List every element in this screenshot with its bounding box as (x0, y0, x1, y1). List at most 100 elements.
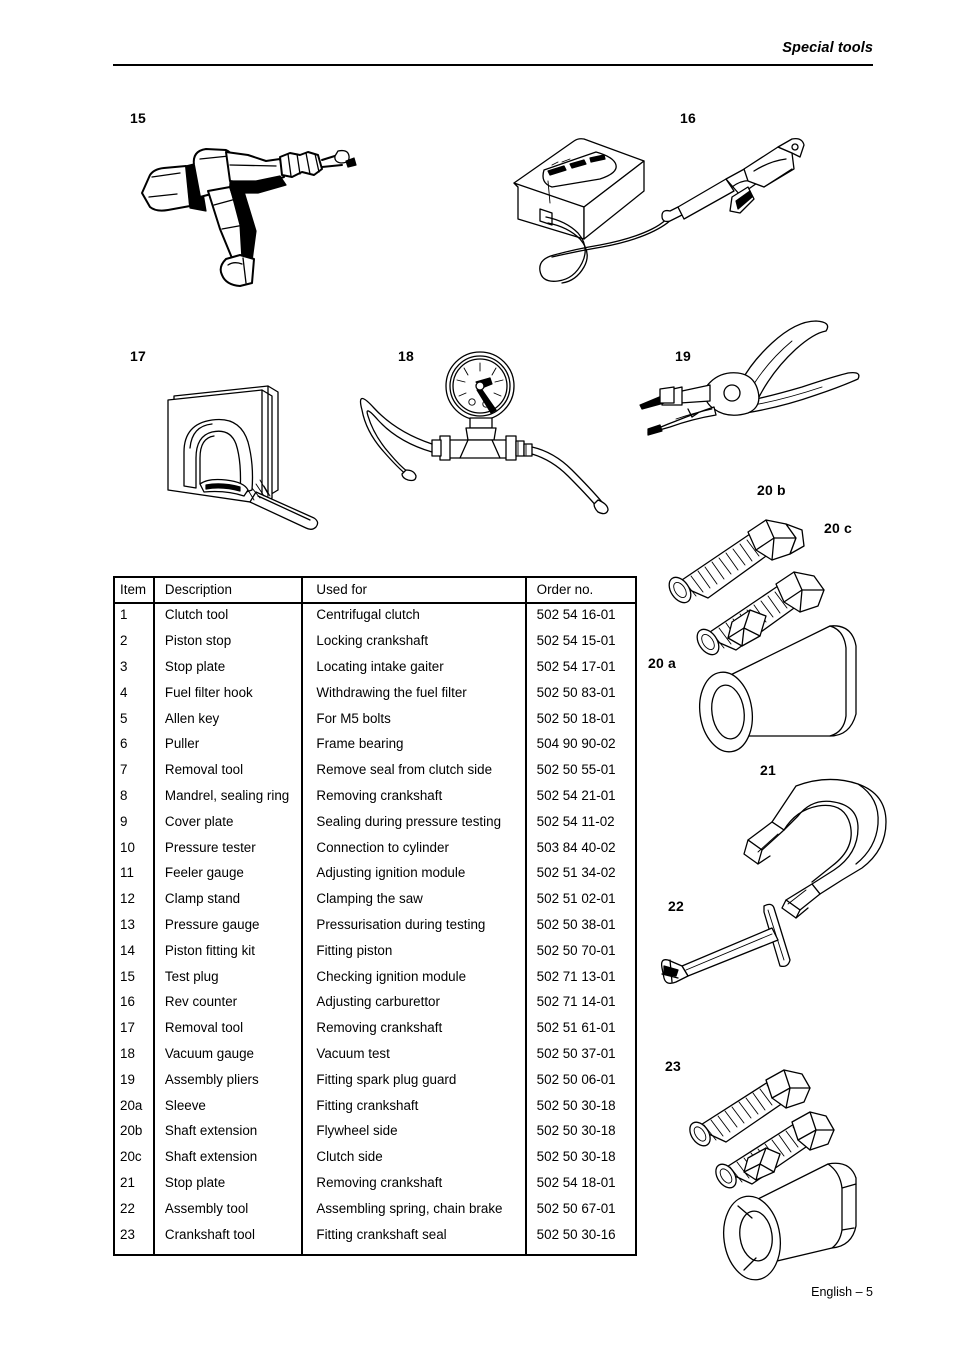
cell-used-for: Pressurisation during testing (316, 916, 486, 932)
cell-description: Pressure tester (164, 839, 256, 855)
cell-used-for: Fitting spark plug guard (316, 1071, 457, 1087)
cell-item: 10 (120, 839, 135, 855)
cell-item: 22 (120, 1200, 135, 1216)
column-header-order-no: Order no. (536, 581, 594, 597)
cell-used-for: Sealing during pressure testing (316, 813, 502, 829)
cell-item: 2 (120, 633, 128, 649)
cell-order-no: 502 71 13-01 (536, 968, 616, 984)
cell-order-no: 502 54 17-01 (536, 658, 616, 674)
cell-order-no: 502 50 67-01 (536, 1200, 616, 1216)
cell-description: Cover plate (164, 813, 234, 829)
cell-used-for: Removing crankshaft (316, 1020, 443, 1036)
cell-item: 16 (120, 994, 135, 1010)
table-rule-col-used (525, 576, 527, 1256)
cell-used-for: Fitting crankshaft (316, 1097, 419, 1113)
page-header: Special tools (113, 40, 873, 66)
table-rule-col-desc (301, 576, 303, 1256)
cell-item: 6 (120, 736, 128, 752)
figure-label-16: 16 (680, 110, 696, 126)
cell-description: Removal tool (164, 762, 244, 778)
cell-order-no: 502 54 15-01 (536, 633, 616, 649)
figure-label-20c: 20 c (824, 520, 853, 536)
cell-description: Allen key (164, 710, 220, 726)
column-header-item: Item (120, 581, 147, 597)
cell-used-for: Flywheel side (316, 1123, 398, 1139)
illustration-rev-counter (492, 125, 822, 295)
cell-description: Fuel filter hook (164, 684, 253, 700)
cell-item: 12 (120, 891, 135, 907)
figure-label-18: 18 (398, 348, 414, 364)
cell-used-for: Vacuum test (316, 1045, 390, 1061)
cell-order-no: 502 51 61-01 (536, 1020, 616, 1036)
cell-order-no: 502 50 55-01 (536, 762, 616, 778)
cell-item: 8 (120, 787, 128, 803)
illustration-test-plug (130, 125, 370, 290)
cell-item: 18 (120, 1045, 135, 1061)
cell-order-no: 502 71 14-01 (536, 994, 616, 1010)
cell-description: Pressure gauge (164, 916, 260, 932)
cell-used-for: Clutch side (316, 1149, 383, 1165)
cell-order-no: 502 50 30-18 (536, 1097, 616, 1113)
cell-item: 11 (120, 865, 134, 881)
illustration-stop-plate (700, 772, 920, 919)
cell-order-no: 502 50 06-01 (536, 1071, 616, 1087)
cell-description: Piston stop (164, 633, 232, 649)
page-footer-text: English – 5 (811, 1285, 873, 1299)
cell-used-for: Withdrawing the fuel filter (316, 684, 467, 700)
figure-label-22: 22 (668, 898, 684, 914)
cell-item: 21 (120, 1174, 135, 1190)
header-rule (113, 64, 873, 66)
cell-description: Test plug (164, 968, 219, 984)
table-row: 18 Vacuum gauge Vacuum test 502 50 37-01 (113, 1041, 637, 1067)
cell-description: Stop plate (164, 658, 226, 674)
cell-description: Feeler gauge (164, 865, 244, 881)
cell-order-no: 502 50 30-18 (536, 1149, 616, 1165)
cell-order-no: 502 50 38-01 (536, 916, 616, 932)
cell-used-for: For M5 bolts (316, 710, 391, 726)
figure-label-20b: 20 b (757, 482, 786, 498)
cell-used-for: Fitting piston (316, 942, 393, 958)
cell-order-no: 502 54 11-02 (536, 813, 615, 829)
cell-description: Mandrel, sealing ring (164, 787, 290, 803)
cell-used-for: Removing crankshaft (316, 1174, 443, 1190)
illustration-assembly-tool (660, 898, 850, 988)
cell-used-for: Clamping the saw (316, 891, 423, 907)
cell-description: Shaft extension (164, 1149, 258, 1165)
cell-used-for: Fitting crankshaft seal (316, 1226, 447, 1242)
figure-label-20a: 20 a (648, 655, 677, 671)
cell-order-no: 502 50 37-01 (536, 1045, 616, 1061)
cell-item: 17 (120, 1020, 135, 1036)
cell-item: 7 (120, 762, 128, 778)
illustration-crankshaft-tool (660, 1060, 940, 1281)
illustration-vacuum-gauge (340, 348, 630, 538)
page-header-title: Special tools (782, 40, 873, 56)
illustration-removal-tool (160, 378, 350, 538)
cell-item: 3 (120, 658, 128, 674)
cell-order-no: 502 51 02-01 (536, 891, 616, 907)
cell-description: Vacuum gauge (164, 1045, 255, 1061)
cell-description: Sleeve (164, 1097, 206, 1113)
table-rule-col-item (153, 576, 155, 1256)
cell-order-no: 502 54 18-01 (536, 1174, 616, 1190)
cell-item: 14 (120, 942, 135, 958)
column-header-description: Description (164, 581, 232, 597)
illustration-sleeve-and-extensions (652, 500, 942, 753)
page-footer: English – 5 (113, 1285, 873, 1299)
